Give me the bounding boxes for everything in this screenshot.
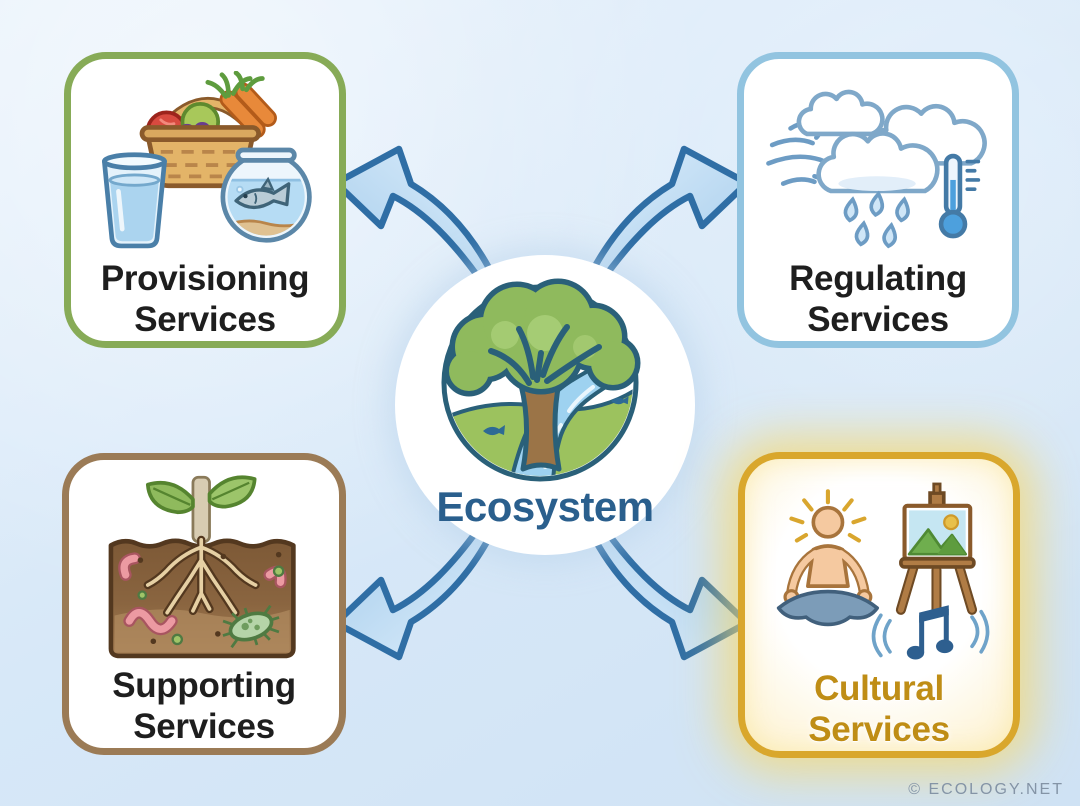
tree-branches <box>488 324 602 386</box>
raindrops-icon <box>842 191 912 249</box>
thermometer-icon <box>938 153 981 239</box>
soil-specks <box>137 551 282 645</box>
cultural-label-line1: Cultural <box>814 669 944 709</box>
carrots-icon <box>205 71 277 139</box>
regulating-label-line1: Regulating <box>789 259 967 299</box>
easel-icon <box>895 482 978 617</box>
rain-cloud-icon <box>816 131 940 194</box>
provisioning-label-line2: Services <box>134 300 276 340</box>
microbe-icon <box>222 604 280 649</box>
sun-rays-icon <box>789 489 867 543</box>
sound-waves-icon <box>871 609 990 658</box>
center-node: Ecosystem <box>395 255 695 555</box>
regulating-label-line2: Services <box>807 300 949 340</box>
node-supporting-services: Supporting Services <box>62 453 346 755</box>
fish-bowl-icon <box>220 147 312 243</box>
center-label: Ecosystem <box>436 483 654 530</box>
ecosystem-emblem-icon <box>441 255 695 482</box>
cloud-icon <box>796 89 885 137</box>
crossed-legs <box>776 589 880 627</box>
soil-nutrient-dots <box>137 565 285 646</box>
fish-in-bowl-icon <box>234 176 291 210</box>
supporting-label-line2: Services <box>133 707 275 747</box>
music-note-icon <box>906 605 954 660</box>
basket-rim <box>139 125 261 143</box>
supporting-label-line1: Supporting <box>112 666 296 706</box>
sprout-icon <box>145 475 257 544</box>
provisioning-icon <box>102 71 312 249</box>
regulating-icon <box>766 89 987 249</box>
cultural-icon <box>776 482 990 660</box>
watermark: © ECOLOGY.NET <box>908 781 1064 798</box>
water-glass-icon <box>102 152 167 249</box>
provisioning-label-line1: Provisioning <box>100 259 310 299</box>
node-cultural-services: Cultural Services <box>738 452 1020 758</box>
cultural-label-line2: Services <box>808 710 950 750</box>
meditating-person-icon <box>776 489 880 627</box>
node-provisioning-services: Provisioning Services <box>64 52 346 348</box>
node-regulating-services: Regulating Services <box>737 52 1019 348</box>
supporting-icon <box>108 475 296 659</box>
